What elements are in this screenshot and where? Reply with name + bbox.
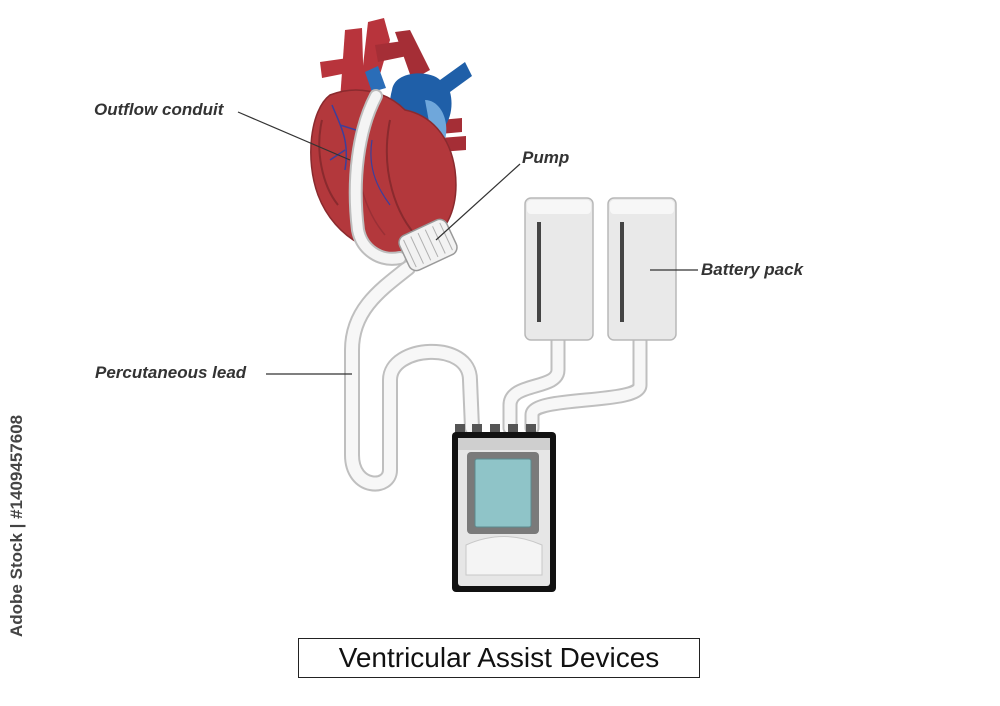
percutaneous-lead-cable [344, 260, 480, 492]
controller-device [452, 424, 556, 592]
pump-leader [435, 163, 521, 241]
percutaneous-lead-label: Percutaneous lead [95, 363, 247, 382]
battery-pack-label: Battery pack [701, 260, 804, 279]
battery-pack-left [524, 197, 594, 341]
battery-cables [502, 330, 648, 436]
outflow-conduit-label: Outflow conduit [94, 100, 224, 119]
outflow-conduit-leader [237, 111, 351, 161]
pump-label: Pump [522, 148, 570, 167]
diagram-title: Ventricular Assist Devices [298, 638, 700, 678]
side-credit-text: Adobe Stock | #1409457608 [7, 414, 26, 637]
battery-pack-right [607, 197, 677, 341]
heart-illustration [310, 18, 472, 272]
